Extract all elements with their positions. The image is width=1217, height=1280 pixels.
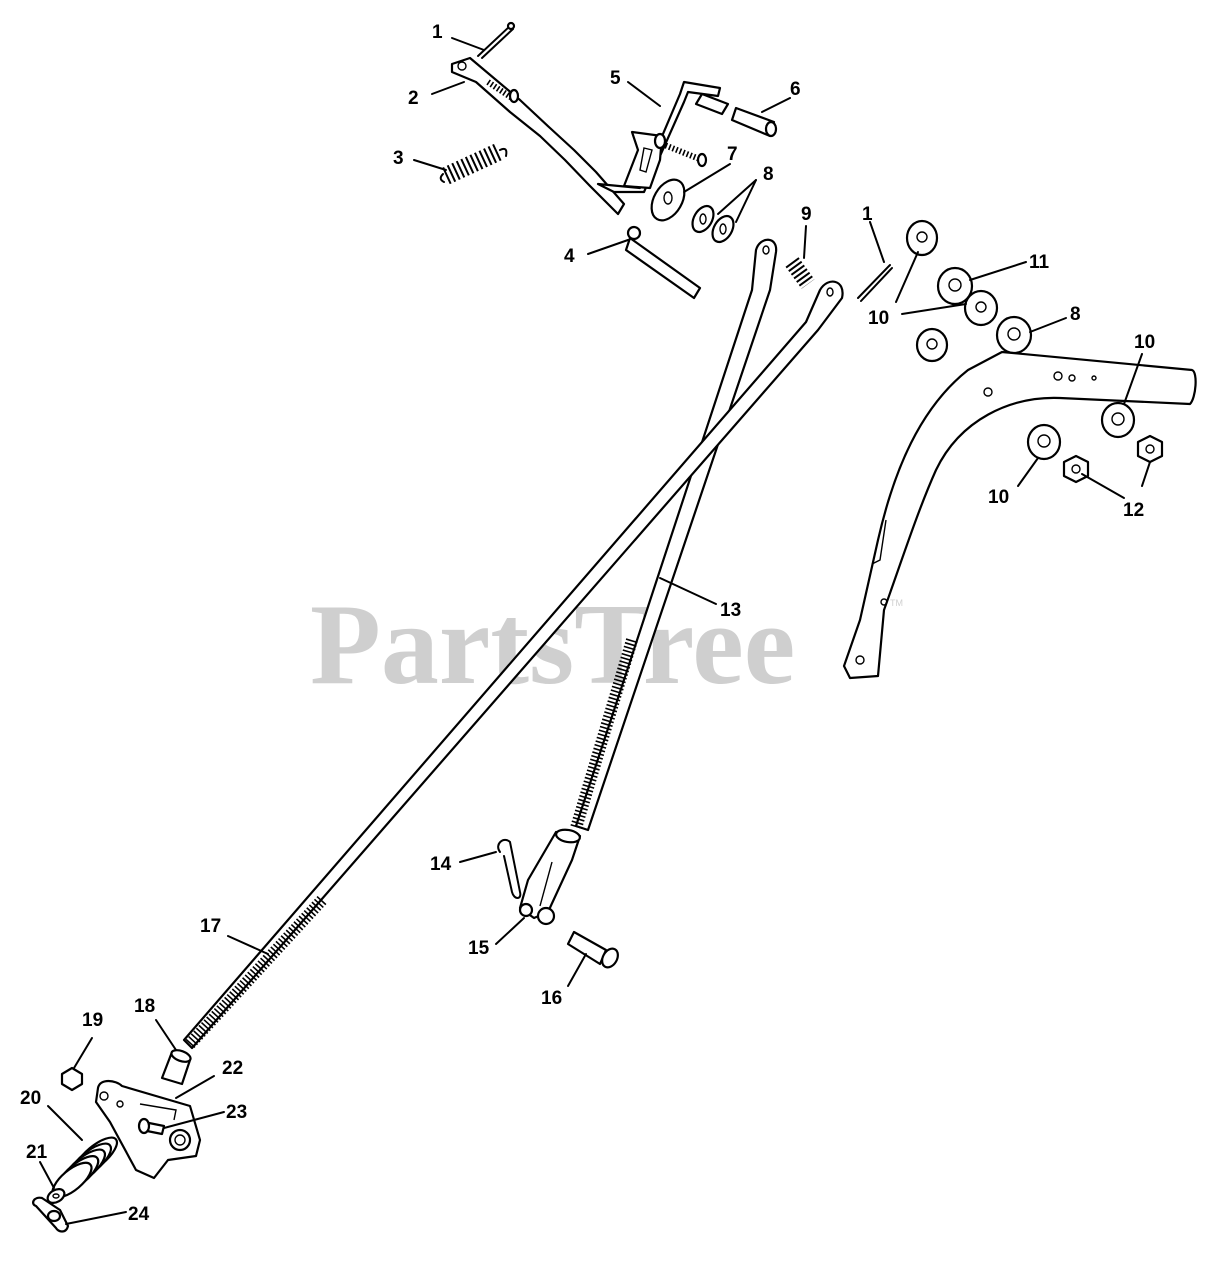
- part-7-washer: [650, 178, 686, 222]
- callout-4: 4: [564, 246, 575, 267]
- part-21-washer: [46, 1188, 66, 1204]
- part-18-spacer: [160, 1049, 192, 1086]
- callout-10-bottom: 10: [988, 487, 1009, 508]
- part-17-rod: [182, 280, 844, 1050]
- part-13-rod: [570, 238, 778, 832]
- part-15-clevis: [518, 828, 582, 926]
- callout-14: 14: [430, 854, 452, 875]
- part-23-bolt: [137, 1117, 166, 1136]
- callout-9: 9: [801, 204, 812, 225]
- part-4-shaft: [624, 225, 702, 300]
- part-10-washer-c: [915, 327, 949, 363]
- callout-23: 23: [226, 1102, 247, 1123]
- callout-24: 24: [128, 1204, 150, 1225]
- callout-16: 16: [541, 988, 562, 1009]
- callout-10-left: 10: [868, 308, 889, 329]
- callout-17: 17: [200, 916, 221, 937]
- part-10-washer-d: [1100, 401, 1136, 439]
- watermark-trademark: TM: [890, 598, 903, 608]
- callout-8-top: 8: [763, 164, 774, 185]
- part-1-cotter-pin-right: [857, 264, 893, 302]
- callout-5: 5: [610, 68, 621, 89]
- part-10-washer-b: [963, 289, 999, 327]
- callout-1-top: 1: [432, 22, 443, 43]
- part-8-washers: [691, 204, 735, 244]
- callout-20: 20: [20, 1088, 41, 1109]
- callout-7: 7: [727, 144, 738, 165]
- callout-21: 21: [26, 1142, 48, 1163]
- part-9-spring: [785, 257, 815, 289]
- callout-19: 19: [82, 1010, 103, 1031]
- callout-22: 22: [222, 1058, 243, 1079]
- part-3-spring: [439, 143, 508, 185]
- callout-6: 6: [790, 79, 801, 100]
- callout-2: 2: [408, 88, 419, 109]
- handle-bracket: [842, 350, 1197, 680]
- callout-3: 3: [393, 148, 404, 169]
- callout-10-right: 10: [1134, 332, 1155, 353]
- part-10-washer-e: [1026, 423, 1062, 461]
- part-11-washer: [936, 266, 974, 306]
- part-6-pins: [694, 92, 778, 138]
- part-24-wing-nut: [32, 1196, 70, 1233]
- part-10-washer-a: [905, 219, 939, 257]
- leader-lines: [39, 37, 1151, 1225]
- part-14-hairpin-clip: [497, 838, 522, 899]
- callout-13: 13: [720, 600, 741, 621]
- callout-12: 12: [1123, 500, 1144, 521]
- callout-8-right: 8: [1070, 304, 1081, 325]
- callout-18: 18: [134, 996, 155, 1017]
- part-20-spring: [51, 1136, 119, 1199]
- part-16-clevis-pin: [566, 930, 619, 969]
- callout-15: 15: [468, 938, 490, 959]
- part-5-bracket: [596, 80, 722, 194]
- part-12-nut-b: [1062, 454, 1090, 484]
- callout-1-right: 1: [862, 204, 873, 225]
- part-2-shift-lever: [450, 56, 626, 216]
- part-1-cotter-pin-top: [477, 21, 516, 59]
- part-12-nut-a: [1136, 434, 1164, 464]
- callout-11: 11: [1029, 252, 1050, 273]
- part-19-nut: [60, 1066, 84, 1092]
- part-8-washer-right: [995, 315, 1033, 355]
